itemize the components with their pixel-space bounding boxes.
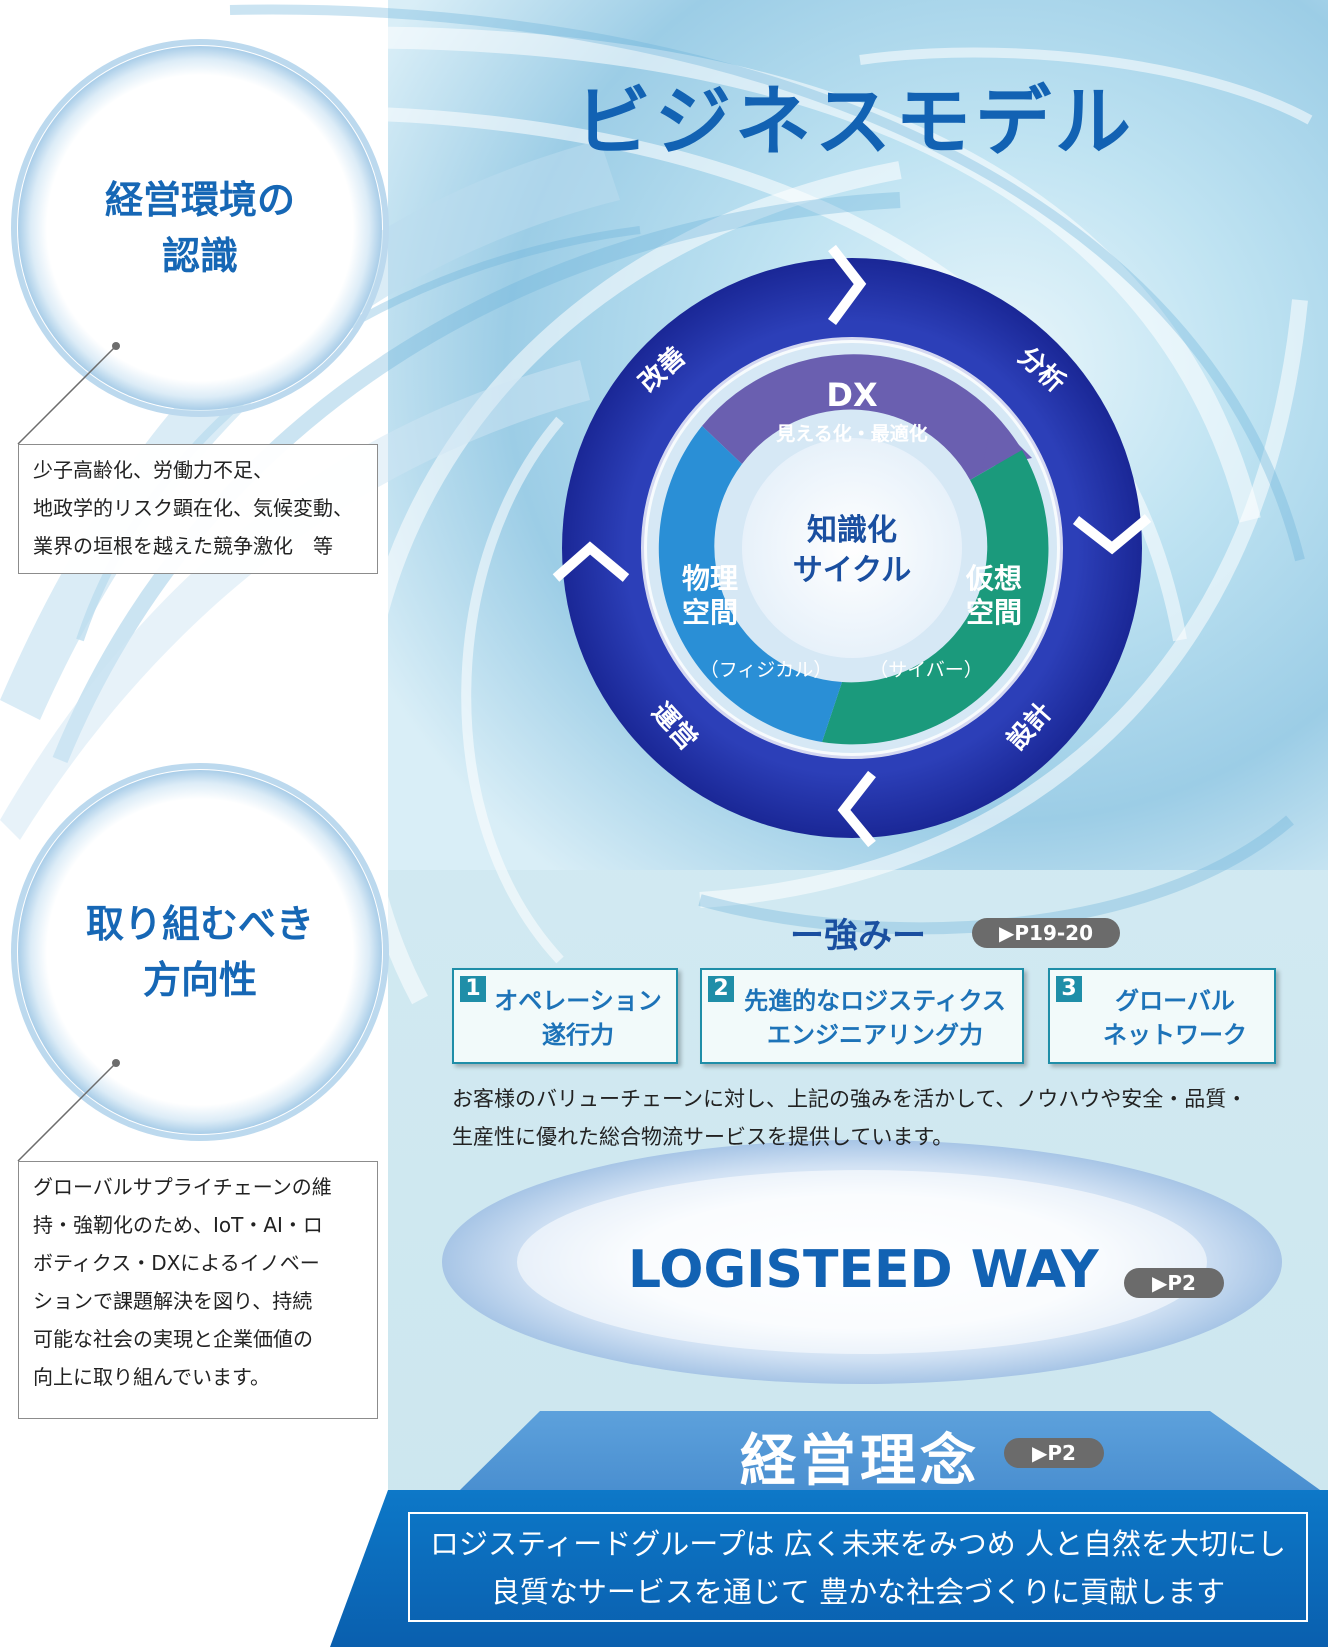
strength-label-line: エンジニアリング力: [767, 1021, 983, 1049]
physical-line: 物理: [682, 562, 738, 595]
logisteed-way-label: LOGISTEED WAY: [628, 1240, 1099, 1300]
strength-label-line: ネットワーク: [1103, 1021, 1247, 1049]
environment-note-line: 業界の垣根を越えた競争激化 等: [33, 534, 333, 558]
direction-note: グローバルサプライチェーンの維 持・強靭化のため、IoT・AI・ロ ボティクス・…: [18, 1161, 378, 1419]
outer-label-improve: 改善: [633, 341, 692, 399]
environment-circle-title: 経営環境の 認識: [60, 172, 340, 284]
environment-title-line: 経営環境の: [104, 178, 295, 222]
direction-note-line: 向上に取り組んでいます。: [33, 1365, 270, 1389]
strengths-heading: ー強みー: [790, 916, 926, 956]
strength-label: オペレーション 遂行力: [484, 984, 672, 1052]
philosophy-statement: ロジスティードグループは 広く未来をみつめ 人と自然を大切にし 良質なサービスを…: [408, 1512, 1308, 1622]
dx-title: DX: [826, 376, 878, 414]
outer-label-operate: 運営: [645, 697, 702, 756]
way-page-ref[interactable]: ▶P2: [1124, 1268, 1224, 1298]
description-line: 生産性に優れた総合物流サービスを提供しています。: [452, 1125, 954, 1149]
physical-sub: （フィジカル）: [700, 659, 833, 681]
center-line: 知識化: [807, 513, 897, 548]
strength-item-2: 2 先進的なロジスティクス エンジニアリング力: [700, 968, 1024, 1064]
outer-label-design: 設計: [1001, 697, 1059, 756]
philosophy-title: 経営理念: [740, 1429, 980, 1494]
strength-label: グローバル ネットワーク: [1080, 984, 1270, 1052]
outer-label-analyze: 分析: [1012, 342, 1071, 399]
strength-label-line: 先進的なロジスティクス: [744, 987, 1006, 1015]
environment-note: 少子高齢化、労働力不足、 地政学的リスク顕在化、気候変動、 業界の垣根を越えた競…: [18, 444, 378, 574]
strength-label-line: オペレーション: [494, 987, 662, 1015]
philosophy-line: 良質なサービスを通じて 豊かな社会づくりに貢献します: [490, 1575, 1226, 1609]
philosophy-page-ref[interactable]: ▶P2: [1004, 1438, 1104, 1468]
environment-note-line: 少子高齢化、労働力不足、: [33, 458, 273, 482]
strength-item-3: 3 グローバル ネットワーク: [1048, 968, 1276, 1064]
page-title: ビジネスモデル: [575, 77, 1135, 166]
strength-number: 2: [708, 976, 734, 1002]
direction-title-line: 取り組むべき: [85, 902, 314, 946]
direction-note-line: ションで課題解決を図り、持続: [33, 1289, 313, 1313]
strength-number: 1: [460, 976, 486, 1002]
virtual-sub: （サイバー）: [869, 659, 983, 681]
strength-number: 3: [1056, 976, 1082, 1002]
center-line: サイクル: [793, 553, 912, 588]
philosophy-line: ロジスティードグループは 広く未来をみつめ 人と自然を大切にし: [430, 1527, 1286, 1561]
strength-label-line: グローバル: [1115, 987, 1235, 1015]
virtual-line: 仮想: [965, 562, 1022, 595]
environment-note-line: 地政学的リスク顕在化、気候変動、: [33, 496, 353, 520]
strength-item-1: 1 オペレーション 遂行力: [452, 968, 678, 1064]
dx-subtitle: 見える化・最適化: [776, 422, 927, 445]
direction-title-line: 方向性: [142, 958, 257, 1002]
strength-label-line: 遂行力: [542, 1021, 614, 1049]
strengths-page-ref[interactable]: ▶P19-20: [972, 918, 1120, 948]
environment-title-line: 認識: [161, 234, 238, 278]
direction-note-line: ボティクス・DXによるイノベー: [33, 1251, 320, 1275]
strength-label: 先進的なロジスティクス エンジニアリング力: [732, 984, 1018, 1052]
direction-note-line: 持・強靭化のため、IoT・AI・ロ: [33, 1213, 323, 1237]
strengths-description: お客様のバリューチェーンに対し、上記の強みを活かして、ノウハウや安全・品質・ 生…: [452, 1080, 1247, 1156]
virtual-line: 空間: [966, 596, 1022, 629]
physical-line: 空間: [682, 596, 738, 629]
direction-note-line: グローバルサプライチェーンの維: [33, 1175, 332, 1199]
direction-note-line: 可能な社会の実現と企業価値の: [33, 1327, 313, 1351]
direction-circle-title: 取り組むべき 方向性: [60, 896, 340, 1008]
description-line: お客様のバリューチェーンに対し、上記の強みを活かして、ノウハウや安全・品質・: [452, 1087, 1248, 1111]
